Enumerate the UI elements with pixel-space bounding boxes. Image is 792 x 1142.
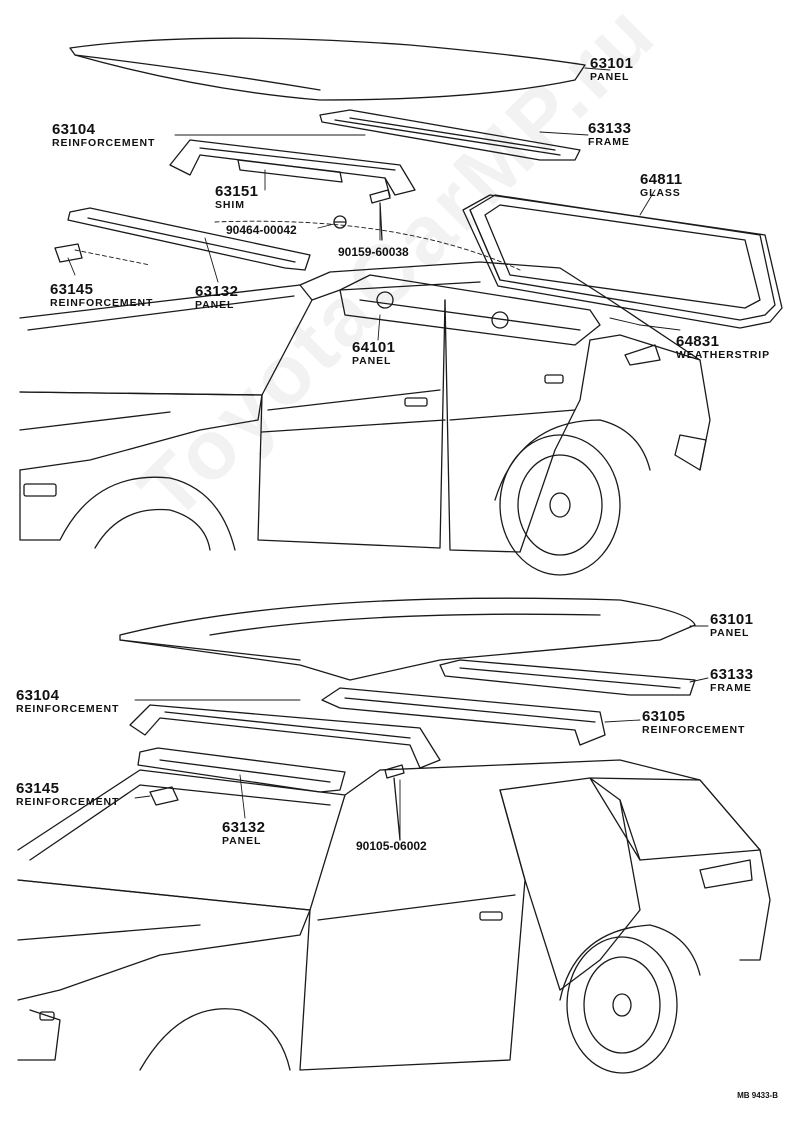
bottom-frame-63133 [439,659,696,696]
part-name: PANEL [352,355,392,367]
label-63132-panel-bottom[interactable]: 63132 PANEL [222,820,265,847]
part-name: SHIM [215,199,245,211]
top-panel-63132 [67,207,311,271]
top-shim-63151 [237,159,343,183]
label-90105-06002-bottom[interactable]: 90105-06002 [356,840,427,852]
bottom-roof-panel [119,597,696,681]
top-reinforcement-63104 [169,139,416,197]
label-90464-00042-top[interactable]: 90464-00042 [226,224,297,236]
label-63145-reinforcement-top[interactable]: 63145 REINFORCEMENT [50,282,153,309]
part-name: GLASS [640,187,681,199]
part-name: REINFORCEMENT [50,297,154,309]
label-64831-weatherstrip-top[interactable]: 64831 WEATHERSTRIP [676,334,770,361]
part-number: 63104 [16,687,60,704]
top-leader-lines [67,67,681,341]
label-64101-panel-top[interactable]: 64101 PANEL [352,340,395,367]
part-number: 63133 [588,120,632,137]
label-90159-60038-top[interactable]: 90159-60038 [338,246,409,258]
part-number: 90464-00042 [226,223,297,237]
part-number: 63145 [16,780,60,797]
part-name: REINFORCEMENT [642,724,746,736]
label-64811-glass-top[interactable]: 64811 GLASS [640,172,682,199]
label-63151-shim-top[interactable]: 63151 SHIM [215,184,258,211]
top-bolts [333,189,391,241]
part-number: 63132 [222,819,266,836]
part-name: PANEL [195,299,235,311]
part-name: REINFORCEMENT [52,137,156,149]
part-name: PANEL [222,835,262,847]
part-number: 90159-60038 [338,245,409,259]
bottom-reinforcement-63105 [321,687,606,746]
label-63145-reinforcement-bottom[interactable]: 63145 REINFORCEMENT [16,781,119,808]
top-roof-panel [69,37,586,101]
top-weatherstrip-64831 [462,194,783,329]
label-63132-panel-top[interactable]: 63132 PANEL [195,284,238,311]
top-sedan-body [19,261,711,576]
part-name: WEATHERSTRIP [676,349,771,361]
top-frame-63133 [319,109,581,161]
label-63104-reinforcement-bottom[interactable]: 63104 REINFORCEMENT [16,688,119,715]
bottom-reinforcement-63104 [129,704,441,769]
part-number: 64811 [640,171,683,188]
part-name: PANEL [590,71,630,83]
part-number: 63133 [710,666,754,683]
top-reinforcement-63145 [54,243,83,263]
label-63133-frame-bottom[interactable]: 63133 FRAME [710,667,753,694]
label-63105-reinforcement-bottom[interactable]: 63105 REINFORCEMENT [642,709,745,736]
part-number: 63105 [642,708,686,725]
part-name: REINFORCEMENT [16,703,120,715]
part-number: 63101 [710,611,754,628]
bottom-leader-lines [134,625,709,841]
label-63101-panel-top[interactable]: 63101 PANEL [590,56,633,83]
part-number: 63132 [195,283,239,300]
drawing-reference-code: MB 9433-B [737,1091,778,1100]
part-number: 90105-06002 [356,839,427,853]
label-63133-frame-top[interactable]: 63133 FRAME [588,121,631,148]
part-name: FRAME [710,682,752,694]
part-number: 64831 [676,333,720,350]
part-number: 63151 [215,183,259,200]
part-name: REINFORCEMENT [16,796,120,808]
part-name: FRAME [588,136,630,148]
label-63101-panel-bottom[interactable]: 63101 PANEL [710,612,753,639]
part-number: 63101 [590,55,634,72]
bottom-bolt-90105 [384,764,405,841]
bottom-wagon-body [17,759,771,1074]
bottom-reinforcement-63145 [149,786,179,806]
bottom-panel-63132 [137,747,346,793]
part-number: 63104 [52,121,96,138]
part-number: 64101 [352,339,396,356]
label-63104-reinforcement-top[interactable]: 63104 REINFORCEMENT [52,122,155,149]
top-panel-64101 [339,274,601,346]
part-name: PANEL [710,627,750,639]
part-number: 63145 [50,281,94,298]
